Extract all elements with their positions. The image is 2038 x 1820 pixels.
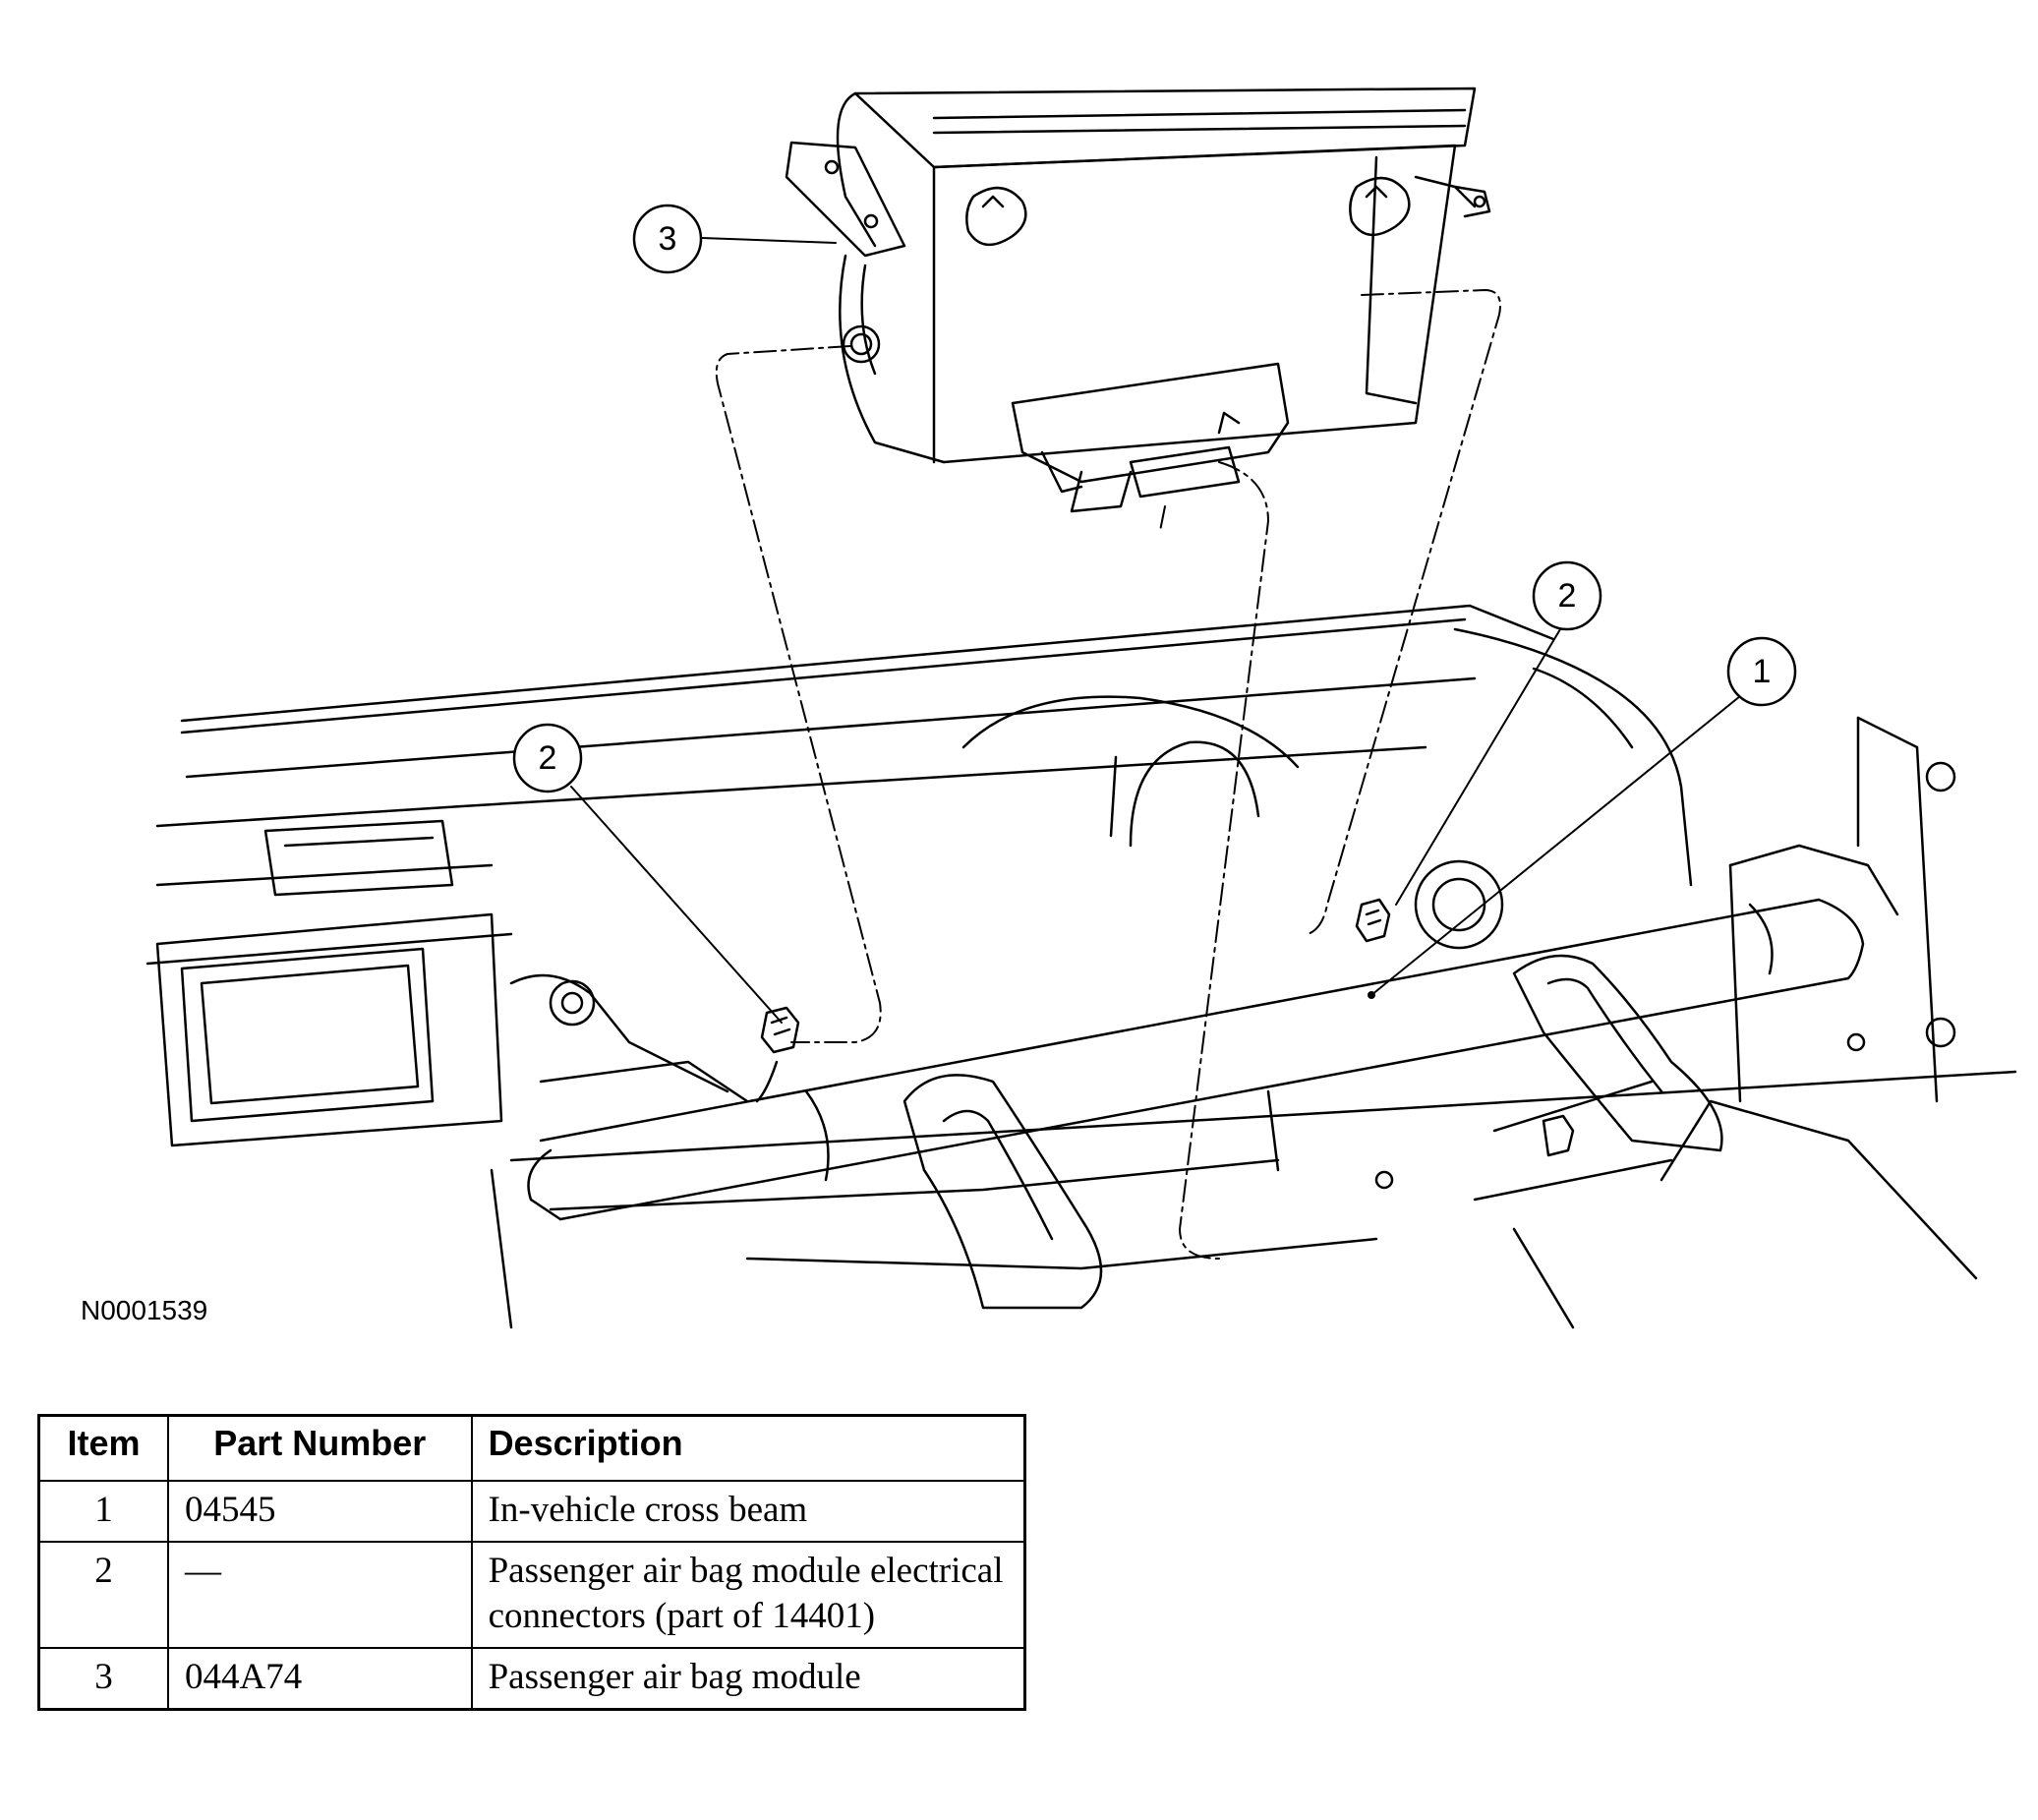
callout-1-label: 1 (1753, 653, 1772, 690)
cross-beam (527, 898, 1865, 1221)
callout-2-left-label: 2 (539, 739, 557, 777)
callout-3: 3 (632, 204, 703, 274)
parts-table: Item Part Number Description 1 04545 In-… (37, 1414, 1026, 1711)
passenger-air-bag-module (785, 87, 1491, 513)
header-item: Item (37, 1414, 169, 1482)
table-row: 1 04545 In-vehicle cross beam (37, 1480, 1026, 1543)
table-row: 3 044A74 Passenger air bag module (37, 1647, 1026, 1711)
cell-part-number: 044A74 (166, 1647, 473, 1711)
cell-description: Passenger air bag module electrical conn… (470, 1541, 1026, 1649)
header-description: Description (470, 1414, 1026, 1482)
callout-2-right: 2 (1532, 560, 1602, 631)
callout-3-label: 3 (659, 220, 677, 258)
header-part-number: Part Number (166, 1414, 473, 1482)
callout-2-left: 2 (512, 723, 583, 793)
callout-1: 1 (1726, 636, 1797, 707)
table-row: 2 — Passenger air bag module electrical … (37, 1541, 1026, 1649)
electrical-connectors (755, 898, 1575, 1157)
callout-2-right-label: 2 (1558, 577, 1577, 615)
cross-beam-leader-dot (1368, 991, 1375, 999)
figure-id: N0001539 (81, 1295, 207, 1325)
exploded-view-illustration: 3 2 2 1 N0001539 (81, 87, 2017, 1329)
cell-part-number: — (166, 1541, 473, 1649)
table-header-row: Item Part Number Description (37, 1414, 1026, 1482)
cell-item: 3 (37, 1647, 169, 1711)
instrument-panel-structure (146, 604, 2017, 1329)
cell-description: In-vehicle cross beam (470, 1480, 1026, 1543)
alignment-lines (715, 289, 1501, 1260)
cell-item: 1 (37, 1480, 169, 1543)
callout-leaders (570, 237, 1741, 1024)
cell-item: 2 (37, 1541, 169, 1649)
cell-description: Passenger air bag module (470, 1647, 1026, 1711)
cell-part-number: 04545 (166, 1480, 473, 1543)
